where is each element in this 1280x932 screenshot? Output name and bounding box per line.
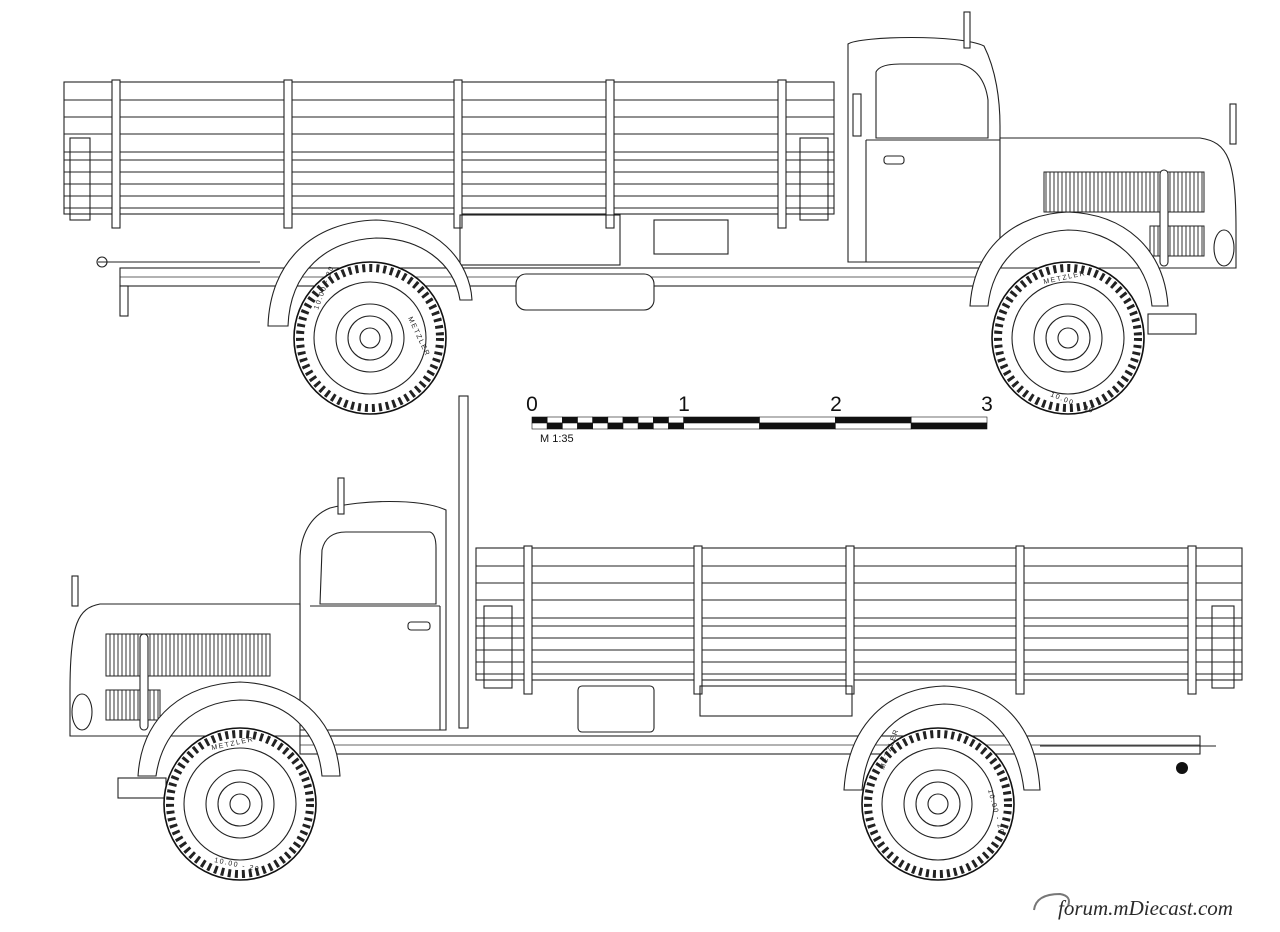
scale-segment bbox=[637, 416, 654, 424]
rear-fender-top bbox=[267, 219, 473, 327]
hood-top bbox=[999, 103, 1237, 269]
scale-segment bbox=[531, 422, 548, 430]
rear-fender-bottom bbox=[843, 685, 1041, 791]
scale-segment bbox=[653, 422, 669, 430]
scale-segment bbox=[546, 416, 563, 424]
scale-ticks bbox=[531, 416, 988, 430]
scale-label-2: 2 bbox=[830, 393, 842, 416]
scale-segment bbox=[759, 422, 836, 430]
scale-segment bbox=[562, 422, 578, 430]
rear-wheel-bottom: METZLER 10.00 - 20 bbox=[861, 727, 1015, 881]
scale-segment bbox=[653, 416, 669, 424]
scale-segment bbox=[622, 422, 639, 430]
scale-segment bbox=[562, 416, 578, 424]
scale-segment bbox=[546, 422, 563, 430]
scale-segment bbox=[683, 416, 760, 424]
bed-stakes-bottom bbox=[523, 545, 1197, 695]
watermark: forum.mDiecast.com bbox=[1033, 892, 1233, 920]
scale-segment bbox=[668, 416, 684, 424]
front-fender-top bbox=[969, 211, 1169, 307]
front-bumper-top bbox=[1147, 313, 1197, 335]
scale-segment bbox=[531, 416, 548, 424]
scale-segment bbox=[835, 416, 912, 424]
scale-caption: M 1:35 bbox=[540, 433, 574, 445]
front-wheel-top: METZLER 10.00 - 20 bbox=[991, 261, 1145, 415]
cab-top bbox=[847, 11, 1001, 263]
scale-segment bbox=[592, 422, 609, 430]
scale-segment bbox=[622, 416, 639, 424]
front-fender-bottom bbox=[137, 681, 341, 777]
scale-segment bbox=[577, 422, 593, 430]
scale-segment bbox=[668, 422, 684, 430]
scale-segment bbox=[835, 422, 912, 430]
front-wheel-bottom: METZLER 10.00 - 20 bbox=[163, 727, 317, 881]
scale-bar: 0 1 2 3 M 1:35 bbox=[526, 393, 993, 445]
watermark-text: forum.mDiecast.com bbox=[1058, 896, 1233, 920]
rear-hitch-bottom bbox=[1040, 745, 1216, 774]
scale-segment bbox=[577, 416, 593, 424]
scale-segment bbox=[607, 422, 624, 430]
scale-segment bbox=[910, 416, 988, 424]
scale-segment bbox=[637, 422, 654, 430]
scale-segment bbox=[910, 422, 988, 430]
cargo-bed-bottom bbox=[475, 545, 1243, 695]
rear-wheel-top: METZLER 10.00 - 20 bbox=[293, 261, 447, 415]
cargo-bed-top bbox=[63, 79, 835, 229]
scale-segment bbox=[592, 416, 609, 424]
scale-label-3: 3 bbox=[981, 393, 993, 416]
truck-side-view-right: METZLER 10.00 - 20 METZLER 10.00 - 20 bbox=[63, 11, 1237, 415]
cab-bottom bbox=[299, 477, 447, 731]
scale-segment bbox=[759, 416, 836, 424]
scale-segment bbox=[607, 416, 624, 424]
front-bumper-bottom bbox=[117, 777, 167, 799]
bed-stakes-top bbox=[111, 79, 787, 229]
scale-label-0: 0 bbox=[526, 393, 538, 416]
hood-bottom bbox=[69, 575, 301, 737]
scale-label-1: 1 bbox=[678, 393, 690, 416]
rear-hitch-top bbox=[96, 256, 260, 317]
exhaust-stack bbox=[458, 395, 469, 729]
scale-segment bbox=[683, 422, 760, 430]
truck-side-view-left: METZLER 10.00 - 20 METZLER 10.00 - 20 bbox=[69, 395, 1243, 881]
